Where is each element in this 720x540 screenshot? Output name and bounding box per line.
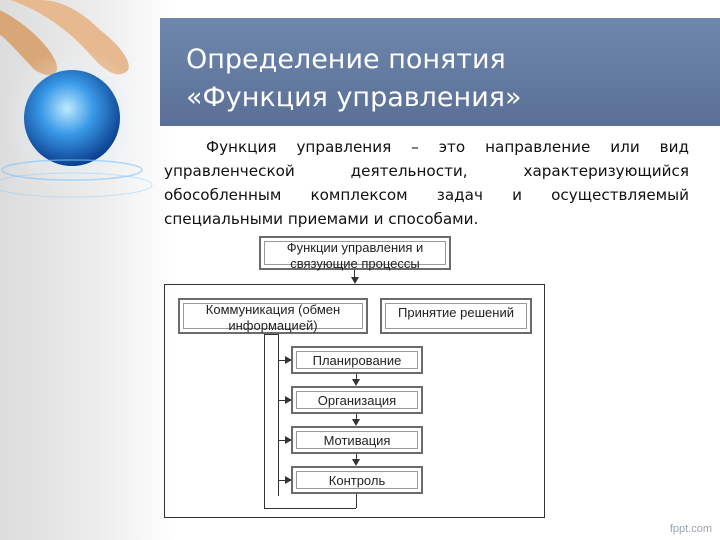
word: деятельности, bbox=[350, 162, 468, 180]
word: осуществляемый bbox=[551, 186, 689, 204]
slide-title-line-1: Определение понятия bbox=[186, 44, 506, 75]
organization-label: Организация bbox=[317, 393, 397, 408]
word: задач bbox=[436, 186, 483, 204]
definition-line-4: специальными приемами и способами. bbox=[164, 210, 479, 228]
connector-line bbox=[356, 414, 357, 420]
feedback-line bbox=[264, 334, 278, 335]
decision-making-box: Принятие решений bbox=[380, 298, 532, 334]
feedback-line bbox=[278, 480, 286, 481]
feedback-line bbox=[264, 334, 265, 508]
connector-arrow bbox=[352, 419, 360, 426]
decision-making-label: Принятие решений bbox=[398, 305, 514, 320]
feedback-line bbox=[278, 334, 279, 358]
organization-box: Организация bbox=[291, 386, 423, 414]
motivation-label: Мотивация bbox=[323, 433, 391, 448]
word: управленческой bbox=[164, 162, 295, 180]
definition-line-2: управленческой деятельности, характеризу… bbox=[164, 162, 689, 180]
word: управления bbox=[296, 138, 392, 156]
feedback-arrow bbox=[285, 356, 292, 364]
globe-hand-image bbox=[0, 0, 153, 198]
word: обособленным bbox=[164, 186, 282, 204]
planning-box: Планирование bbox=[291, 346, 423, 374]
word: направление bbox=[485, 138, 591, 156]
connector-line bbox=[356, 374, 357, 380]
definition-line-3: обособленным комплексом задач и осуществ… bbox=[164, 186, 689, 204]
connector-arrow bbox=[351, 277, 359, 284]
planning-label: Планирование bbox=[312, 353, 402, 368]
control-label: Контроль bbox=[328, 473, 386, 488]
word: и bbox=[512, 186, 522, 204]
feedback-arrow bbox=[285, 436, 292, 444]
feedback-line bbox=[278, 360, 286, 361]
connector-line bbox=[356, 454, 357, 460]
diagram-frame bbox=[164, 284, 545, 518]
connector-arrow bbox=[352, 379, 360, 386]
feedback-line bbox=[264, 508, 356, 509]
word: характеризующийся bbox=[523, 162, 689, 180]
word: – bbox=[411, 138, 419, 156]
control-box: Контроль bbox=[291, 466, 423, 494]
communication-label: Коммуникация (обмен информацией) bbox=[205, 302, 341, 334]
feedback-line bbox=[278, 400, 286, 401]
management-functions-label: Функции управления и связующие процессы bbox=[286, 240, 424, 272]
management-functions-box: Функции управления и связующие процессы bbox=[259, 236, 451, 272]
word: Функция bbox=[206, 138, 277, 156]
feedback-line bbox=[278, 440, 286, 441]
communication-box: Коммуникация (обмен информацией) bbox=[178, 298, 368, 334]
feedback-arrow bbox=[285, 396, 292, 404]
connector-arrow bbox=[352, 459, 360, 466]
feedback-arrow bbox=[285, 476, 292, 484]
slide-title-line-2: «Функция управления» bbox=[186, 82, 522, 113]
definition-line-1: Функция управления – это направление или… bbox=[164, 138, 689, 156]
connector-line bbox=[354, 270, 355, 278]
title-bar bbox=[160, 18, 720, 126]
feedback-line bbox=[278, 356, 279, 496]
word: это bbox=[438, 138, 466, 156]
watermark: fppt.com bbox=[669, 523, 712, 535]
word: вид bbox=[659, 138, 689, 156]
motivation-box: Мотивация bbox=[291, 426, 423, 454]
word: или bbox=[610, 138, 640, 156]
feedback-line bbox=[356, 494, 357, 508]
word: комплексом bbox=[310, 186, 408, 204]
